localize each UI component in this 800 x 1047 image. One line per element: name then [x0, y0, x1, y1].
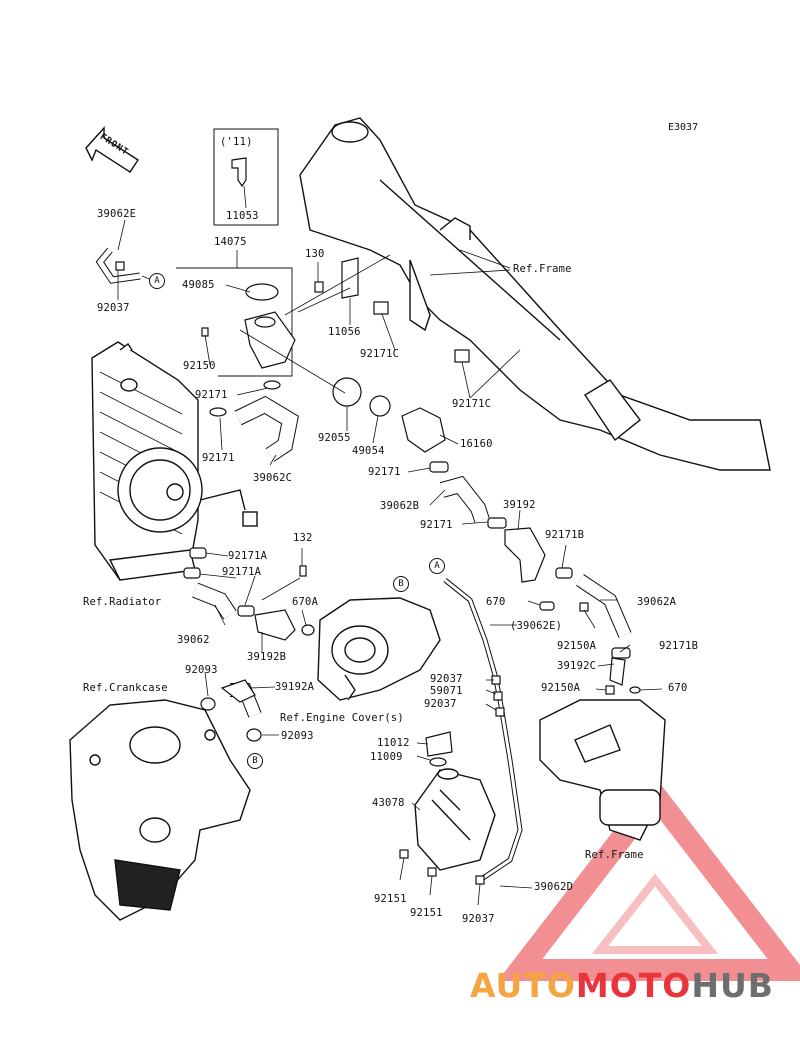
- part-39062e: 39062E: [97, 208, 137, 220]
- part-39192a: 39192A: [275, 681, 315, 693]
- oring-92055: [332, 377, 362, 407]
- group-bracket: [176, 267, 293, 377]
- cap-49085: [245, 283, 279, 301]
- part-670-upper: 670: [486, 596, 506, 608]
- part-92150a-1: 92150A: [557, 640, 597, 652]
- ref-crankcase: Ref.Crankcase: [83, 682, 168, 694]
- callout-b-2: B: [247, 753, 263, 769]
- part-92171c-1: 92171C: [360, 348, 400, 360]
- part-92171-mid: 92171: [368, 466, 401, 478]
- callout-a: A: [149, 273, 165, 289]
- watermark-moto: MOTO: [575, 966, 692, 1005]
- part-92171b: 92171B: [545, 529, 585, 541]
- part-39062b: 39062B: [380, 500, 420, 512]
- part-92093-upper: 92093: [185, 664, 218, 676]
- part-92093-lower: 92093: [281, 730, 314, 742]
- part-92171-lower: 92171: [420, 519, 453, 531]
- part-39192c: 39192C: [557, 660, 597, 672]
- part-49054: 49054: [352, 445, 385, 457]
- part-39062c: 39062C: [253, 472, 293, 484]
- watermark-auto: AUTO: [470, 966, 576, 1005]
- small-parts: [115, 257, 641, 885]
- ref-engine-cover: Ref.Engine Cover(s): [280, 712, 404, 724]
- front-arrow-icon: [85, 126, 139, 173]
- part-92171-left: 92171: [202, 452, 235, 464]
- part-39062e-ref: (39062E): [510, 620, 563, 632]
- frame-part: [299, 117, 771, 471]
- lower-frame-part: [539, 699, 666, 841]
- pump-cover-part: [414, 768, 496, 871]
- part-92151-2: 92151: [410, 907, 443, 919]
- callout-a-2: A: [429, 558, 445, 574]
- ref-frame-lower: Ref.Frame: [585, 849, 644, 861]
- part-92171a-2: 92171A: [222, 566, 262, 578]
- part-92037-bottom: 92037: [462, 913, 495, 925]
- inset-year: ('11): [220, 136, 253, 148]
- part-670-lower: 670: [668, 682, 688, 694]
- part-11053: 11053: [226, 210, 259, 222]
- watermark-triangle: [497, 776, 800, 981]
- part-39062d: 39062D: [534, 881, 574, 893]
- part-132: 132: [293, 532, 313, 544]
- part-11009: 11009: [370, 751, 403, 763]
- watermark-hub: HUB: [691, 966, 774, 1005]
- part-92151-1: 92151: [374, 893, 407, 905]
- leader-lines: [117, 219, 663, 906]
- part-14075: 14075: [214, 236, 247, 248]
- part-92055: 92055: [318, 432, 351, 444]
- callout-b: B: [393, 576, 409, 592]
- part-43078: 43078: [372, 797, 405, 809]
- part-11056: 11056: [328, 326, 361, 338]
- part-92171-upper: 92171: [195, 389, 228, 401]
- ref-radiator: Ref.Radiator: [83, 596, 162, 608]
- crankcase-part: [69, 699, 251, 921]
- bracket-icon: [231, 157, 247, 188]
- part-92037-top: 92037: [97, 302, 130, 314]
- ref-frame: Ref.Frame: [513, 263, 572, 275]
- part-92171c-2: 92171C: [452, 398, 492, 410]
- watermark-logo: AUTOMOTOHUB: [470, 966, 774, 1005]
- part-16160: 16160: [460, 438, 493, 450]
- engine-cover-part: [317, 597, 441, 701]
- part-59071: 59071: [430, 685, 463, 697]
- part-92037-mid: 92037: [430, 673, 463, 685]
- figure-code: E3037: [668, 122, 699, 133]
- part-92150: 92150: [183, 360, 216, 372]
- part-92150a-2: 92150A: [541, 682, 581, 694]
- part-670a: 670A: [292, 596, 319, 608]
- part-39062a: 39062A: [637, 596, 677, 608]
- part-130: 130: [305, 248, 325, 260]
- part-39062: 39062: [177, 634, 210, 646]
- part-39192b: 39192B: [247, 651, 287, 663]
- part-92171b-2: 92171B: [659, 640, 699, 652]
- radiator-part: [91, 341, 258, 581]
- part-39192: 39192: [503, 499, 536, 511]
- part-11012: 11012: [377, 737, 410, 749]
- part-49085: 49085: [182, 279, 215, 291]
- part-92037-low: 92037: [424, 698, 457, 710]
- part-92171a-1: 92171A: [228, 550, 268, 562]
- inset-box: [213, 128, 279, 226]
